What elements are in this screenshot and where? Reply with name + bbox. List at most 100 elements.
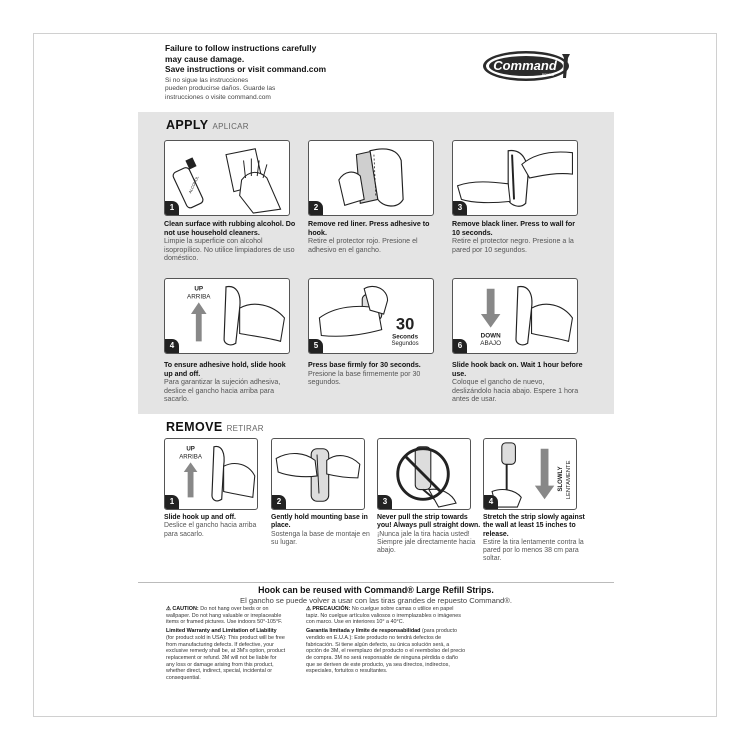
warranty-en: Limited Warranty and Limitation of Liabi… (166, 628, 286, 682)
reuse-en: Hook can be reused with Command® Large R… (258, 585, 494, 595)
apply-step-1-caption: Clean surface with rubbing alcohol. Do n… (164, 220, 296, 263)
caption-es: Para garantizar la sujeción adhesiva, de… (164, 378, 281, 404)
warning-en-line: may cause damage. (165, 53, 245, 64)
arrow-label-es: ABAJO (480, 340, 501, 347)
caution-head-en: ⚠ CAUTION: (166, 606, 199, 612)
stretch-strip-icon: SLOWLY LENTAMENTE (491, 442, 572, 508)
caption-es: Presione la base firmemente por 30 segun… (308, 369, 421, 387)
remove-step-1-caption: Slide hook up and off. Deslice el gancho… (164, 514, 270, 539)
caution-head-es: ⚠ PRECAUCIÓN: (306, 606, 351, 612)
arrow-label-en: UP (186, 446, 195, 453)
caution-es: ⚠ PRECAUCIÓN: No cuelgue sobre camas o u… (306, 606, 466, 626)
arrow-label-en: DOWN (481, 332, 501, 339)
arrow-label-en: SLOWLY (558, 466, 564, 491)
logo-brand: Command (493, 58, 558, 73)
apply-step-2-illustration: 2 (308, 140, 434, 216)
apply-title-es: APLICAR (212, 122, 249, 131)
step-number: 2 (272, 495, 286, 509)
step-number: 2 (309, 201, 323, 215)
warranty-head-es: Garantía limitada y límite de responsabi… (306, 628, 421, 635)
fine-print-es: ⚠ PRECAUCIÓN: No cuelgue sobre camas o u… (306, 606, 466, 675)
warranty-es: Garantía limitada y límite de responsabi… (306, 628, 466, 675)
caption-en: Gently hold mounting base in place. (271, 514, 368, 530)
reuse-es: El gancho se puede volver a usar con las… (240, 596, 512, 605)
remove-title-es: RETIRAR (226, 424, 264, 433)
caption-es: Limpie la superficie con alcohol isoprop… (164, 237, 295, 263)
arrow-label-es: LENTAMENTE (566, 460, 572, 499)
press-to-wall-icon (456, 150, 573, 207)
remove-step-2-caption: Gently hold mounting base in place. Sost… (271, 514, 377, 547)
caption-es: Sostenga la base de montaje en su lugar. (271, 530, 370, 546)
press-adhesive-icon (338, 148, 404, 207)
slide-down-icon: DOWN ABAJO (480, 285, 574, 347)
remove-title-en: REMOVE (166, 420, 223, 434)
remove-step-3-caption: Never pull the strip towards you! Always… (377, 514, 483, 555)
caption-es: Estire la tira lentamente contra la pare… (483, 538, 584, 563)
apply-step-2-caption: Remove red liner. Press adhesive to hook… (308, 220, 440, 254)
warranty-text-es: (para producto vendido en E.U.A.): Este … (306, 628, 466, 675)
caption-en: Press base firmly for 30 seconds. (308, 361, 421, 369)
caption-en: Slide hook up and off. (164, 514, 236, 521)
apply-step-5-caption: Press base firmly for 30 seconds. Presio… (308, 361, 440, 387)
caution-text-en: Do not hang over beds or on wallpaper. D… (166, 606, 283, 626)
caption-es: Deslice el gancho hacia arriba para saca… (164, 522, 257, 538)
caption-es: ¡Nunca jale la tira hacia usted! Siempre… (377, 530, 476, 555)
command-logo: Command BRAND (483, 51, 570, 81)
step-number: 5 (309, 339, 323, 353)
warning-block: Failure to follow instructions carefully… (165, 43, 405, 102)
warning-en: Failure to follow instructions carefully… (165, 43, 405, 75)
apply-step-6-illustration: DOWN ABAJO 6 (452, 278, 578, 354)
step-number: 6 (453, 339, 467, 353)
hold-base-icon (275, 448, 361, 502)
remove-step-2-illustration: 2 (271, 438, 365, 510)
apply-step-6-caption: Slide hook back on. Wait 1 hour before u… (452, 361, 584, 404)
warning-en-line: Failure to follow instructions carefully (165, 43, 317, 53)
caption-es: Retire el protector negro. Presione a la… (452, 237, 574, 254)
warning-es-line: instrucciones o visite command.com (165, 93, 271, 101)
caption-en: Stretch the strip slowly against the wal… (483, 514, 585, 538)
warning-es-line: Si no sigue las instrucciones (165, 76, 249, 84)
logo-sub: BRAND (542, 73, 555, 77)
arrow-label-es: ARRIBA (179, 453, 203, 460)
seconds-number: 30 (396, 315, 414, 334)
caption-en: Clean surface with rubbing alcohol. Do n… (164, 220, 296, 237)
caption-en: Slide hook back on. Wait 1 hour before u… (452, 361, 583, 378)
apply-step-4-illustration: UP ARRIBA 4 (164, 278, 290, 354)
step-number: 3 (453, 201, 467, 215)
step-number: 3 (378, 495, 392, 509)
apply-title-en: APPLY (166, 118, 209, 132)
warning-en-line: Save instructions or visit command.com (165, 64, 327, 75)
caution-text-es: No cuelgue sobre camas o utilice en pape… (306, 606, 461, 626)
warranty-text-en: (for product sold in USA): This product … (166, 634, 286, 682)
reuse-note: Hook can be reused with Command® Large R… (138, 585, 614, 605)
apply-step-1-illustration: ALCOHOL 1 (164, 140, 290, 216)
slide-up-icon: UP ARRIBA (187, 286, 286, 346)
seconds-unit-es: Segundos (392, 341, 419, 347)
warning-es: Si no sigue las instrucciones pueden pro… (165, 77, 405, 102)
fine-print-en: ⚠ CAUTION: Do not hang over beds or on w… (166, 606, 286, 682)
remove-step-1-illustration: UP ARRIBA 1 (164, 438, 258, 510)
step-number: 1 (165, 495, 179, 509)
remove-step-4-caption: Stretch the strip slowly against the wal… (483, 514, 593, 564)
step-number: 4 (484, 495, 498, 509)
step-number: 1 (165, 201, 179, 215)
caption-en: Remove red liner. Press adhesive to hook… (308, 220, 430, 237)
caption-en: To ensure adhesive hold, slide hook up a… (164, 361, 286, 378)
seconds-unit-en: Seconds (392, 333, 418, 340)
divider (138, 582, 614, 583)
apply-step-3-caption: Remove black liner. Press to wall for 10… (452, 220, 584, 254)
caution-en: ⚠ CAUTION: Do not hang over beds or on w… (166, 606, 286, 626)
caption-en: Remove black liner. Press to wall for 10… (452, 220, 576, 237)
arrow-label-es: ARRIBA (187, 293, 211, 300)
apply-step-3-illustration: 3 (452, 140, 578, 216)
no-pull-icon (396, 446, 457, 508)
caption-es: Retire el protector rojo. Presione el ad… (308, 237, 418, 254)
apply-step-4-caption: To ensure adhesive hold, slide hook up a… (164, 361, 296, 404)
warning-es-line: pueden producirse daños. Guarde las (165, 85, 276, 93)
slide-up-icon: UP ARRIBA (179, 446, 256, 502)
warranty-head-en: Limited Warranty and Limitation of Liabi… (166, 628, 277, 635)
apply-step-5-illustration: 30 Seconds Segundos 5 (308, 278, 434, 354)
remove-step-4-illustration: SLOWLY LENTAMENTE 4 (483, 438, 577, 510)
remove-step-3-illustration: 3 (377, 438, 471, 510)
